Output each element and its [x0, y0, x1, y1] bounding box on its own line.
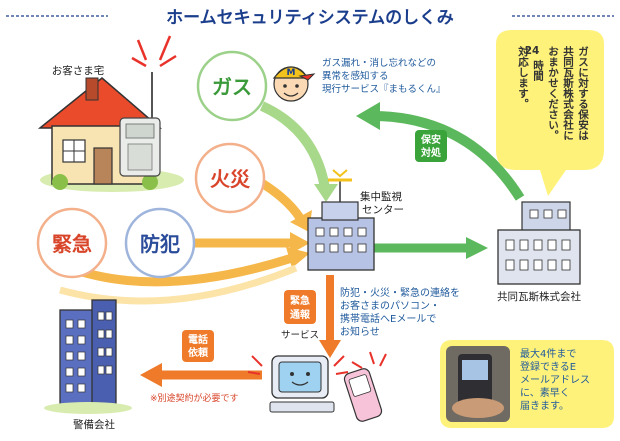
hoan-line-1: 保安	[420, 133, 441, 146]
gas-company-label: 共同瓦斯株式会社	[497, 290, 581, 303]
note-col-3: おまかせください。	[547, 46, 559, 141]
notify-line-4: お知らせ	[340, 325, 380, 338]
pc-illustration	[248, 356, 348, 412]
bubble-crime-label: 防犯	[140, 232, 180, 256]
bubble-crime: 防犯	[126, 209, 194, 277]
email-note-line-1: 最大4件まで	[520, 347, 576, 360]
note-col-5: 対応します。	[517, 45, 529, 109]
bubble-emergency: 緊急	[38, 209, 106, 277]
guard-company-building: 警備会社	[44, 300, 132, 431]
separate-contract-note: ※別途契約が必要です	[150, 392, 239, 404]
notify-line-1: 防犯・火災・緊急の連絡を	[340, 286, 460, 299]
mamorukun-line-1: ガス漏れ・消し忘れなどの	[322, 57, 436, 69]
email-note-line-3: メールアドレス	[520, 375, 590, 386]
mobile-phone-illustration	[343, 352, 386, 423]
emergency-badge-line-2: 通報	[290, 308, 311, 321]
note-col-1: ガスに対する保安は	[577, 46, 589, 141]
hoan-taisho-badge: 保安 対処	[415, 130, 447, 162]
notify-line-3: 携帯電話へEメールで	[340, 312, 436, 325]
notify-text: 防犯・火災・緊急の連絡を お客さまのパソコン・ 携帯電話へEメールで お知らせ	[340, 286, 460, 338]
center-label-2: センター	[362, 204, 404, 216]
gas-company-building: 共同瓦斯株式会社	[497, 202, 581, 303]
title-block: ホームセキュリティシステムのしくみ	[6, 8, 614, 28]
mamorukun-line-3: 現行サービス『まもるくん』	[322, 83, 446, 95]
gas-company-note: ガスに対する保安は 共同瓦斯株式会社に おまかせください。 24 時間 対応しま…	[496, 30, 604, 196]
page-title: ホームセキュリティシステムのしくみ	[166, 8, 454, 28]
bubble-emergency-label: 緊急	[52, 232, 92, 256]
bubble-fire-label: 火災	[210, 167, 251, 191]
bubble-fire: 火災	[196, 144, 264, 212]
bubble-gas: ガス	[198, 52, 266, 120]
mamorukun-text: ガス漏れ・消し忘れなどの 異常を感知する 現行サービス『まもるくん』	[322, 57, 446, 95]
guard-label: 警備会社	[73, 418, 115, 431]
notify-line-2: お客さまのパソコン・	[340, 299, 440, 312]
email-note-line-5: 届きます。	[520, 400, 569, 412]
service-word: サービス	[281, 330, 319, 341]
mascot-cap-letter: M	[287, 68, 296, 78]
email-info-box: 最大4件まで 登録できるE メールアドレス に、素早く 届きます。	[440, 340, 614, 428]
emergency-badge-line-1: 緊急	[290, 294, 310, 307]
phone-request-line-2: 依頼	[188, 346, 209, 359]
note-col-4b: 時間	[532, 59, 544, 82]
center-label-1: 集中監視	[360, 190, 402, 203]
email-note-line-2: 登録できるE	[520, 360, 576, 373]
phone-request-badge: 電話 依頼	[182, 330, 214, 362]
email-note-line-4: に、素早く	[520, 386, 570, 399]
hoan-line-2: 対処	[420, 146, 442, 159]
mamorukun-line-2: 異常を感知する	[322, 70, 389, 82]
mamorukun-mascot: M	[274, 67, 314, 101]
note-col-2: 共同瓦斯株式会社に	[562, 45, 574, 140]
emergency-service-badge: 緊急 通報 サービス	[281, 290, 319, 341]
house-illustration: お客さま宅	[40, 36, 184, 192]
phone-request-line-1: 電話	[188, 333, 208, 346]
signal-icon	[132, 36, 176, 66]
arrow-gas-to-center	[262, 106, 325, 188]
bubble-gas-label: ガス	[212, 75, 252, 99]
house-label: お客さま宅	[52, 64, 105, 77]
